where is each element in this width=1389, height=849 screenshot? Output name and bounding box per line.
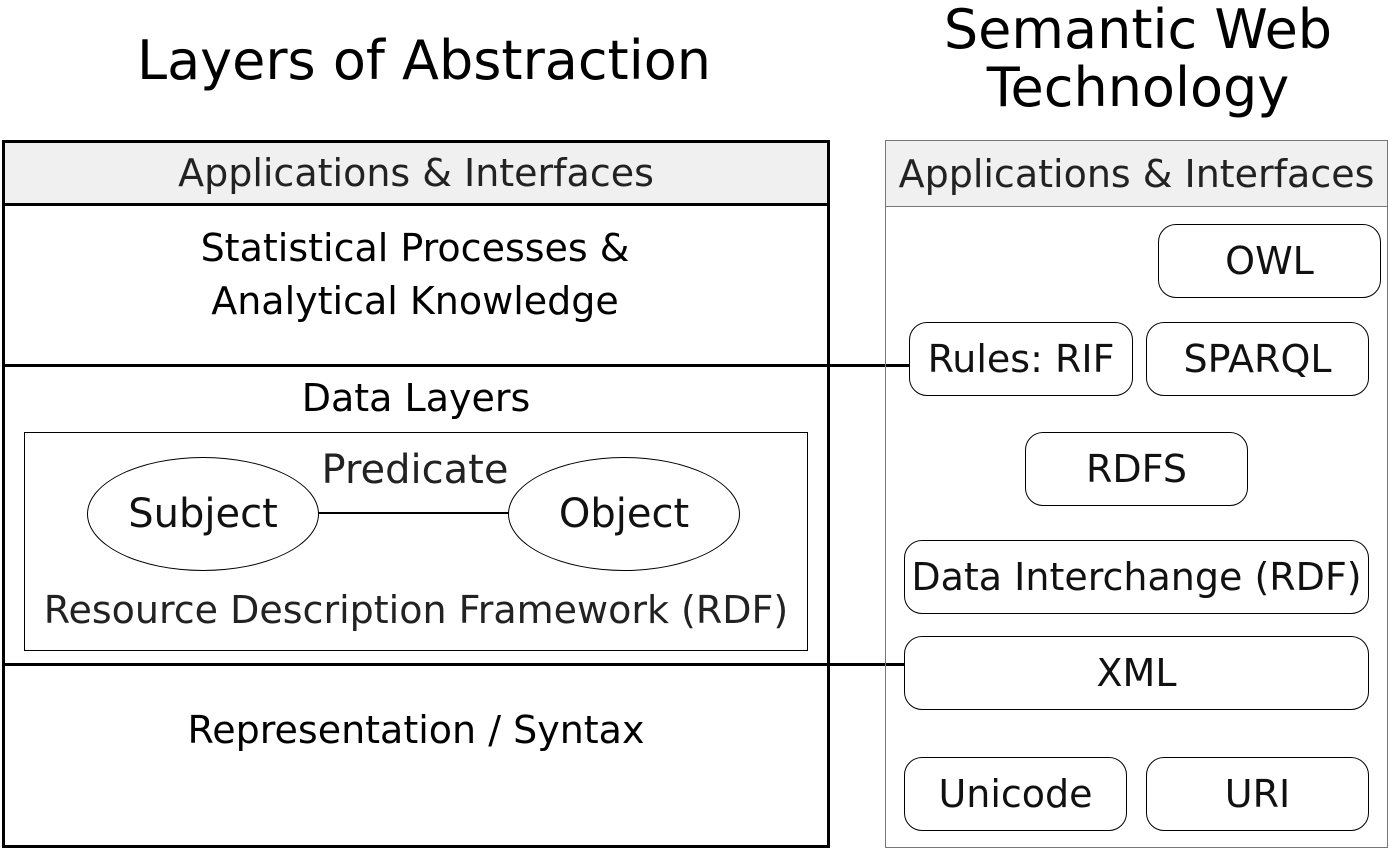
right-stack [885, 140, 1388, 848]
uri-box: URI [1146, 757, 1369, 831]
rdf-caption: Resource Description Framework (RDF) [43, 588, 789, 632]
predicate-label: Predicate [321, 447, 509, 493]
unicode-box: Unicode [904, 757, 1127, 831]
xml-box: XML [904, 636, 1369, 710]
right-applications-header: Applications & Interfaces [886, 141, 1387, 207]
predicate-link [317, 512, 510, 514]
statistical-processes-layer: Statistical Processes & Analytical Knowl… [200, 226, 630, 323]
right-title: Semantic Web Technology [943, 0, 1333, 119]
object-node: Object [508, 457, 740, 571]
subject-node: Subject [87, 457, 319, 571]
sparql-box: SPARQL [1146, 322, 1369, 396]
left-stack [2, 140, 830, 848]
data-layers-label: Data Layers [301, 376, 531, 420]
divider-stats-data [2, 364, 909, 367]
rdfs-box: RDFS [1025, 432, 1248, 506]
divider-data-representation [2, 663, 907, 666]
left-title: Layers of Abstraction [136, 28, 711, 92]
data-interchange-box: Data Interchange (RDF) [904, 540, 1369, 614]
rules-rif-box: Rules: RIF [909, 322, 1133, 396]
rdf-box [24, 432, 808, 651]
owl-box: OWL [1158, 224, 1381, 298]
representation-syntax-layer: Representation / Syntax [187, 708, 645, 752]
left-applications-header: Applications & Interfaces [5, 143, 827, 206]
